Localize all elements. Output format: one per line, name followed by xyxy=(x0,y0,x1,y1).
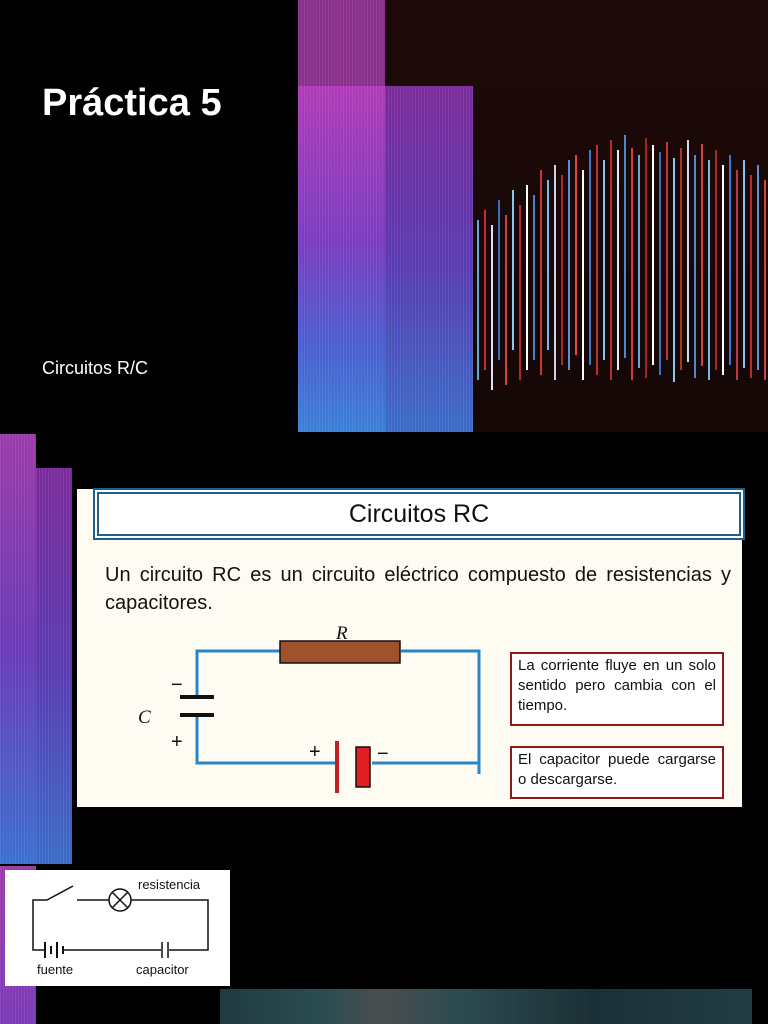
slide-title: Práctica 5 xyxy=(42,82,222,125)
decor-stripe-left-a xyxy=(0,434,36,864)
decor-stripe-purple xyxy=(298,86,385,432)
switch-lever xyxy=(47,886,73,900)
decor-stripe-left-b xyxy=(36,468,72,864)
circuit-wire xyxy=(401,651,479,774)
label-capacitor: capacitor xyxy=(136,962,189,977)
label-source: fuente xyxy=(37,962,73,977)
resistor-label: R xyxy=(336,623,348,645)
note-current: La corriente fluye en un solo sentido pe… xyxy=(510,652,724,726)
capacitor-label: C xyxy=(138,707,151,729)
card-heading: Circuitos RC xyxy=(99,494,739,534)
rc-circuit-slide: Circuitos RC Un circuito RC es un circui… xyxy=(0,434,768,864)
rc-content-card: Circuitos RC Un circuito RC es un circui… xyxy=(77,489,742,807)
simple-circuit-figure: resistencia fuente capacitor xyxy=(5,870,230,986)
rc-description: Un circuito RC es un circuito eléctrico … xyxy=(105,561,731,617)
classroom-photo xyxy=(220,989,752,1024)
decor-stripe-magenta-top xyxy=(298,0,385,86)
card-heading-box: Circuitos RC xyxy=(97,492,741,536)
capacitor-plus-sign: + xyxy=(171,731,183,754)
circuit-wire xyxy=(197,651,280,697)
battery-plus-sign: + xyxy=(309,741,321,764)
note-capacitor: El capacitor puede cargarse o descargars… xyxy=(510,746,724,799)
slide-subtitle: Circuitos R/C xyxy=(42,358,148,379)
battery-short-plate xyxy=(356,747,370,787)
decor-stripe-violet xyxy=(385,86,473,432)
title-slide: Práctica 5 Circuitos R/C xyxy=(0,0,768,432)
capacitor-minus-sign: − xyxy=(171,674,183,697)
battery-minus-sign: − xyxy=(377,743,389,766)
decor-light-lines xyxy=(473,130,768,410)
rc-circuit-diagram xyxy=(127,621,497,807)
circuit-example-slide: resistencia fuente capacitor xyxy=(0,866,768,1024)
label-resistor: resistencia xyxy=(138,877,200,892)
circuit-wire xyxy=(131,900,208,950)
